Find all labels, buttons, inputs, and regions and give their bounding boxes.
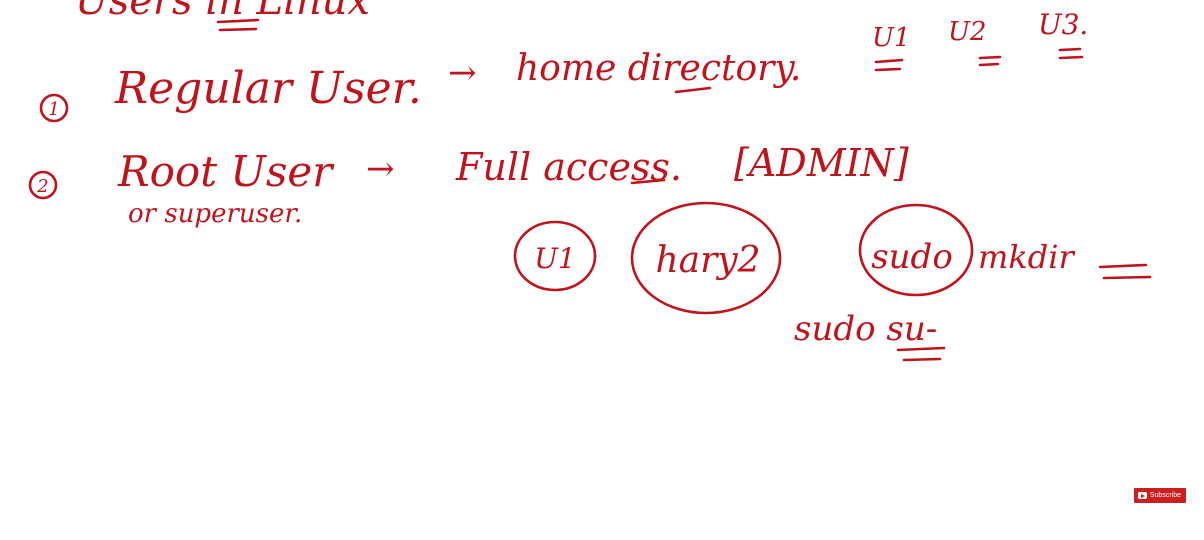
u1-underline bbox=[874, 58, 904, 72]
circled-user: U1 bbox=[534, 242, 575, 275]
sudo-su-underline bbox=[896, 346, 946, 362]
user-label-u3: U3. bbox=[1038, 8, 1088, 41]
sudo-command: mkdir bbox=[978, 238, 1075, 276]
item1-arrow: → bbox=[448, 53, 477, 93]
home-directory-underline bbox=[674, 86, 712, 94]
title-underline bbox=[216, 18, 260, 32]
item2-alias: or superuser. bbox=[128, 199, 302, 229]
sudo-word: sudo bbox=[871, 237, 953, 277]
item1-number: 1 bbox=[48, 99, 59, 120]
circled-password: hary2 bbox=[655, 240, 760, 281]
item1-label: Regular User. bbox=[114, 63, 422, 114]
item2-arrow: → bbox=[366, 149, 395, 189]
u2-underline bbox=[978, 55, 1002, 67]
item1-target: home directory. bbox=[516, 48, 801, 89]
item2-label: Root User bbox=[117, 147, 335, 196]
subscribe-label: Subscribe bbox=[1149, 492, 1181, 499]
u3-underline bbox=[1058, 47, 1084, 60]
password-circle bbox=[630, 201, 782, 315]
item1-number-circle bbox=[39, 93, 69, 123]
subscribe-button[interactable]: Subscribe bbox=[1133, 488, 1186, 503]
u1-circle bbox=[513, 220, 597, 292]
sudo-circle bbox=[858, 203, 974, 297]
item2-number: 2 bbox=[36, 176, 48, 197]
user-label-u1: U1 bbox=[872, 23, 910, 53]
admin-tag: [ADMIN] bbox=[734, 141, 909, 185]
item2-number-circle bbox=[28, 170, 58, 200]
sudo-su: sudo su- bbox=[794, 309, 937, 349]
sudo-mkdir-emphasis bbox=[1098, 263, 1152, 280]
user-label-u2: U2 bbox=[948, 17, 986, 47]
youtube-play-icon bbox=[1137, 492, 1147, 499]
page-title: Users in Linux bbox=[75, 0, 370, 24]
full-access-underline bbox=[630, 178, 666, 185]
